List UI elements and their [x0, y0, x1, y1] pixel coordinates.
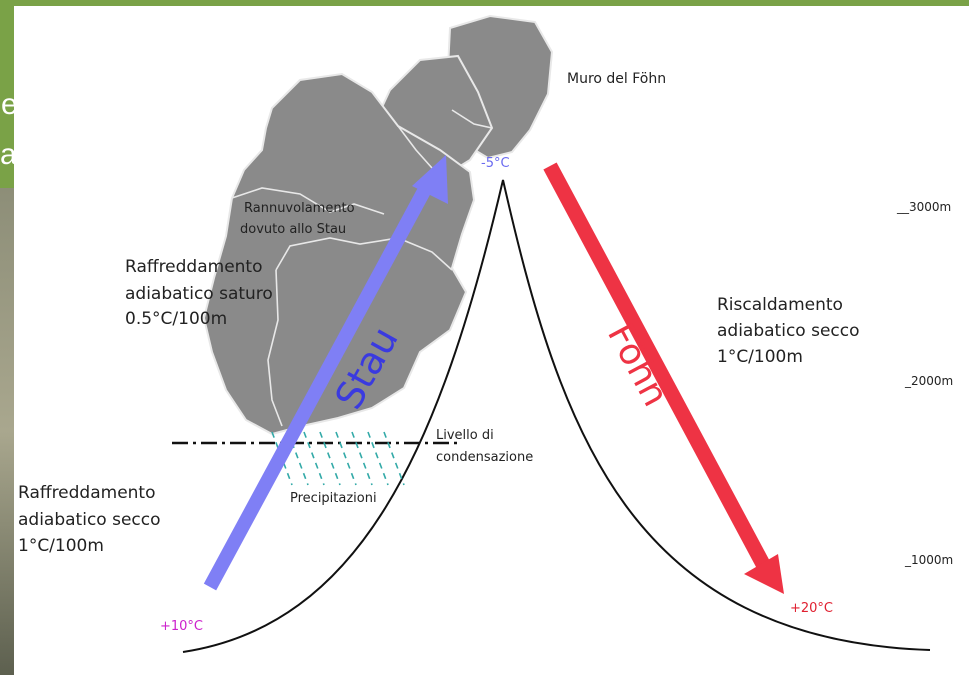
fohn-arrow — [543, 162, 784, 594]
altitude-3000: __3000m — [896, 200, 951, 214]
temp-top-label: -5°C — [481, 156, 510, 171]
mountain-outline — [182, 179, 931, 653]
temp-left-label: +10°C — [160, 619, 203, 634]
raff-secco-label: Raffreddamento adiabatico secco 1°C/100m — [18, 483, 166, 556]
risc-secco-label: Riscaldamento adiabatico secco 1°C/100m — [717, 295, 865, 367]
rannuvolamento-label: Rannuvolamento dovuto allo Stau — [240, 201, 359, 237]
precipitazioni-label: Precipitazioni — [290, 491, 377, 506]
slide-banner — [0, 0, 969, 6]
temp-right-label: +20°C — [790, 601, 833, 616]
slide-photo-strip — [0, 188, 14, 675]
muro-label: Muro del Föhn — [567, 71, 666, 87]
altitude-2000: _2000m — [904, 374, 953, 388]
stau-arrow — [203, 155, 448, 591]
slide-banner-left — [0, 0, 14, 188]
livello-label: Livello di condensazione — [436, 428, 533, 465]
slide-fragment-e: e — [1, 88, 18, 121]
raff-saturo-label: Raffreddamento adiabatico saturo 0.5°C/1… — [125, 257, 278, 329]
slide-fragment-a: a — [0, 138, 17, 171]
altitude-1000: _1000m — [904, 553, 953, 567]
cloud-outlines — [231, 109, 493, 427]
precipitation — [271, 431, 405, 486]
